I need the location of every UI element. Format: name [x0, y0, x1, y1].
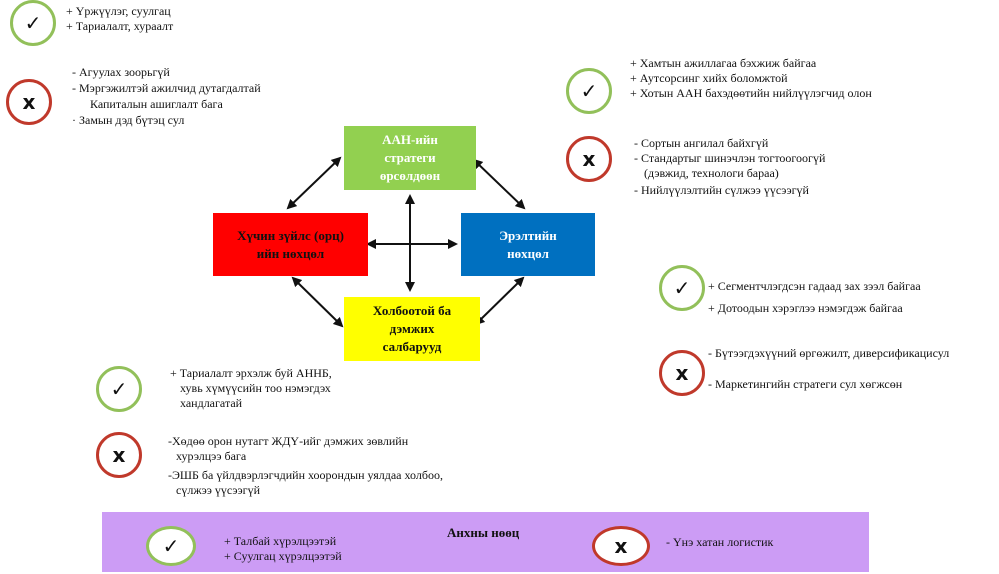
list-item: + Аутсорсинг хийх боломжтой — [630, 71, 788, 85]
bad-badge: x — [566, 136, 612, 182]
list-item: · Замын дэд бүтэц сул — [72, 113, 185, 127]
list-item: хандлагатай — [180, 396, 243, 410]
x-mark-icon: x — [675, 361, 689, 385]
bottom-center-good-list: + Тариалалт эрхэлж буй АННБ, хувь хүмүүс… — [170, 366, 332, 411]
checkmark-icon: ✓ — [162, 534, 180, 558]
top-right-good-list: + Хамтын ажиллагаа бэхжиж байгаа + Аутсо… — [630, 56, 872, 101]
initial-resources-strip — [102, 512, 869, 572]
arrow-bottom-right — [474, 276, 525, 326]
x-mark-icon: x — [112, 443, 126, 467]
mid-right-good-list: + Сегментчлэгдсэн гадаад зах зээл байгаа… — [708, 275, 921, 319]
list-item: - Сортын ангилал байхгүй — [634, 136, 769, 150]
list-item: - Мэргэжилтэй ажилчид дутагдалтай — [72, 81, 261, 95]
arrow-top-left — [286, 156, 342, 210]
top-left-good-list: + Үржүүлэг, суулгац + Тариалалт, хураалт — [66, 4, 173, 34]
top-right-bad-list: - Сортын ангилал байхгүй - Стандартыг ши… — [634, 136, 825, 198]
list-item: + Талбай хүрэлцээтэй — [224, 534, 337, 548]
good-badge: ✓ — [96, 366, 142, 412]
checkmark-icon: ✓ — [24, 11, 42, 35]
bad-badge: x — [592, 526, 650, 566]
list-item: (дэвжид, технологи бараа) — [644, 166, 779, 180]
arrow-top-right — [472, 158, 526, 210]
list-item: - Нийлүүлэлтийн сүлжээ үүсээгүй — [634, 183, 809, 197]
x-mark-icon: x — [614, 534, 628, 558]
bad-badge: x — [659, 350, 705, 396]
list-item: + Суулгац хүрэлцээтэй — [224, 549, 342, 563]
list-item: - Стандартыг шинэчлэн тогтоогоогүй — [634, 151, 826, 165]
list-item: -ЭШБ ба үйлдвэрлэгчдийн хоорондын уялдаа… — [168, 468, 443, 482]
checkmark-icon: ✓ — [673, 276, 691, 300]
strip-bad-item: - Үнэ хатан логистик — [666, 535, 774, 549]
good-badge: ✓ — [146, 526, 196, 566]
list-item: + Хамтын ажиллагаа бэхжиж байгаа — [630, 56, 817, 70]
list-item: - Бүтээгдэхүүний өргөжилт, диверсификаци… — [708, 346, 950, 360]
x-mark-icon: x — [582, 147, 596, 171]
checkmark-icon: ✓ — [580, 79, 598, 103]
strip-title: Анхны нөөц — [447, 525, 520, 540]
list-item: + Хотын ААН бахэдөөтийн нийлүүлэгчид оло… — [630, 86, 872, 100]
bottom-center-bad-list: -Хөдөө орон нутагт ЖДҮ-ийг дэмжих зөвлий… — [168, 434, 443, 498]
box-demand-conditions: Эрэлтийн нөхцөл — [461, 213, 595, 276]
good-badge: ✓ — [566, 68, 612, 114]
checkmark-icon: ✓ — [110, 377, 128, 401]
list-item: + Үржүүлэг, суулгац — [66, 4, 171, 18]
list-item: хувь хүмүүсийн тоо нэмэгдэх — [180, 381, 331, 395]
strip-good-list: + Талбай хүрэлцээтэй + Суулгац хүрэлцээт… — [224, 534, 342, 564]
list-item: + Дотоодын хэрэглээ нэмэгдэж байгаа — [708, 301, 903, 315]
list-item: - Агуулах зоорьгүй — [72, 65, 170, 79]
box-related-industries: Холбоотой ба дэмжих салбарууд — [344, 297, 480, 361]
box-factor-conditions: Хүчин зүйлс (орц) ийн нөхцөл — [213, 213, 368, 276]
list-item: сүлжээ үүсээгүй — [176, 483, 261, 497]
arrow-bottom-left — [291, 276, 344, 328]
list-item: Капиталын ашиглалт бага — [90, 97, 223, 111]
bad-badge: x — [96, 432, 142, 478]
list-item: -Хөдөө орон нутагт ЖДҮ-ийг дэмжих зөвлий… — [168, 434, 409, 448]
top-left-bad-list: - Агуулах зоорьгүй - Мэргэжилтэй ажилчид… — [72, 64, 261, 128]
list-item: + Тариалалт, хураалт — [66, 19, 174, 33]
good-badge: ✓ — [659, 265, 705, 311]
bad-badge: x — [6, 79, 52, 125]
list-item: - Маркетингийн стратеги сул хөгжсөн — [708, 377, 903, 391]
list-item: + Сегментчлэгдсэн гадаад зах зээл байгаа — [708, 279, 921, 293]
list-item: + Тариалалт эрхэлж буй АННБ, — [170, 366, 332, 380]
mid-right-bad-list: - Бүтээгдэхүүний өргөжилт, диверсификаци… — [708, 338, 949, 400]
list-item: хурэлцээ бага — [176, 449, 247, 463]
good-badge: ✓ — [10, 0, 56, 46]
box-firm-strategy: ААН-ийн стратеги өрсөлдөөн — [344, 126, 476, 190]
x-mark-icon: x — [22, 90, 36, 114]
